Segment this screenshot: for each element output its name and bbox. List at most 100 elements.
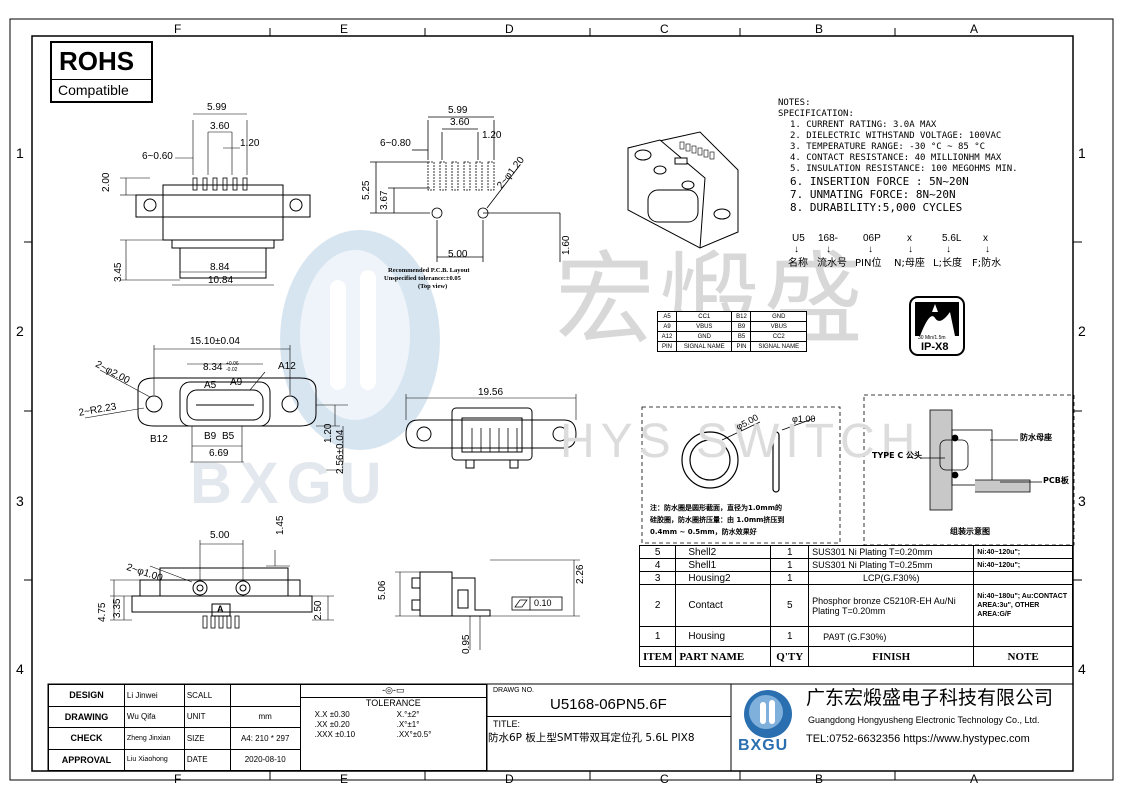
dim-v1-200: 2.00 (101, 172, 112, 192)
label-b9: B9 (204, 431, 217, 442)
dim-v1-120: 1.20 (240, 138, 260, 149)
drawing-number: U5168-06PN5.6F (550, 696, 667, 713)
rohs-subtitle: Compatible (58, 82, 129, 98)
watermark-en: HYS SWITCH (560, 415, 922, 468)
label-check: CHECK (48, 727, 125, 750)
dim-front-1510: 15.10±0.04 (190, 336, 240, 347)
table-cell: 1 (638, 626, 677, 647)
ipx8-label: IP-X8 (921, 341, 949, 353)
dim-front-834: 8.34 (203, 362, 223, 373)
table-header: NOTE (973, 646, 1073, 667)
value-unit: mm (229, 705, 301, 728)
dim-pcb-525: 5.25 (361, 180, 372, 200)
zone-right-4: 4 (1078, 661, 1086, 677)
watermark-logo (280, 230, 440, 450)
table-cell: CC2 (750, 331, 807, 342)
zone-left-2: 2 (16, 323, 24, 339)
dim-side-250: 2.50 (313, 600, 324, 620)
value-check: Zheng Jinxian (123, 727, 185, 750)
note-item: 6. INSERTION FORCE : 5N~20N (790, 175, 969, 188)
table-cell: CC1 (675, 311, 733, 322)
table-row: DESIGN Li Jinwei SCALL -◎-▭ TOLERANCE X.… (48, 684, 488, 771)
label-a5: A5 (204, 380, 217, 391)
note-item: 8. DURABILITY:5,000 CYCLES (790, 201, 963, 214)
table-cell: VBUS (750, 321, 807, 332)
note-item: 7. UNMATING FORCE: 8N~20N (790, 188, 956, 201)
zone-bottom-e: E (340, 772, 349, 786)
table-header: FINISH (808, 646, 975, 667)
dim-oring-phi100: φ1.00 (792, 414, 816, 424)
table-cell: Shell1 (675, 558, 772, 572)
dim-pcb-120: 1.20 (482, 130, 502, 141)
table-cell: GND (675, 331, 733, 342)
dim-v1-1084: 10.84 (208, 275, 234, 286)
pcb-caption-3: (Top view) (418, 283, 448, 290)
value-approval: Liu Xiaohong (123, 748, 185, 771)
oring-note-2: 硅胶圈，防水圈挤压量：由 1.0mm挤压到 (650, 516, 785, 524)
pcb-caption-2: Unspecified tolerance:±0.05 (384, 275, 461, 282)
dim-pcb-6x080: 6~0.80 (380, 138, 411, 149)
table-cell: Ni:40~120u"; (973, 545, 1073, 559)
zone-bottom-d: D (505, 772, 514, 786)
table-cell: 5 (770, 584, 810, 627)
table-cell (973, 626, 1073, 647)
view-top-front (120, 113, 311, 286)
value-drawing: Wu Qifa (123, 705, 185, 728)
ipx8-sub: 30 Min/1.5m (918, 335, 946, 341)
company-name-en: Guangdong Hongyusheng Electronic Technol… (808, 715, 1040, 725)
code-part-3: 06P (863, 233, 881, 244)
label-scall: SCALL (183, 684, 231, 707)
table-cell: 1 (770, 545, 810, 559)
value-date: 2020-08-10 (229, 748, 301, 771)
arrow-down-icon: ↓ (794, 244, 799, 255)
value-design: Li Jinwei (123, 684, 185, 707)
zone-right-3: 3 (1078, 493, 1086, 509)
code-part-1: U5 (792, 233, 805, 244)
table-cell: A12 (657, 331, 677, 342)
table-row: DRAWING Wu Qifa UNIT mm (48, 705, 487, 728)
view-bottom (405, 394, 577, 469)
rohs-badge: ROHS Compatible (50, 41, 153, 103)
zone-right-1: 1 (1078, 145, 1086, 161)
table-cell: SIGNAL NAME (675, 341, 733, 352)
title-label: TITLE: (493, 719, 521, 729)
dim-pcb-500: 5.00 (448, 249, 468, 260)
dim-v1-345: 3.45 (113, 262, 124, 282)
table-cell: Housing (675, 626, 772, 647)
table-cell: B12 (731, 311, 752, 322)
dim-v1-599: 5.99 (207, 102, 227, 113)
table-cell: Housing2 (675, 571, 772, 585)
code-desc-4: N;母座 (894, 258, 925, 269)
value-scall (229, 684, 301, 707)
code-desc-2: 流水号 (817, 258, 847, 269)
code-desc-6: F;防水 (972, 258, 1002, 269)
title-block-frame (47, 683, 1074, 772)
zone-top-d: D (505, 22, 514, 36)
label-side-a: A (217, 604, 224, 614)
code-part-2: 168- (818, 233, 839, 244)
view-assembly (863, 394, 1075, 546)
arrow-down-icon: ↓ (868, 244, 873, 255)
note-item: 5. INSULATION RESISTANCE: 100 MEGOHMS MI… (790, 164, 1018, 174)
dim-bottom-1956: 19.56 (478, 387, 504, 398)
dim-front-256: 2.56±0.04 (335, 429, 346, 474)
oring-note-1: 注：防水圈是圆形截面，直径为1.0mm的 (650, 504, 782, 512)
zone-left-4: 4 (16, 661, 24, 677)
notes-block: NOTES: SPECIFICATION: 1. CURRENT RATING:… (778, 98, 1068, 214)
table-row: CHECK Zheng Jinxian SIZE A4: 210 * 297 (48, 727, 487, 750)
label-b5: B5 (222, 431, 235, 442)
value-size: A4: 210 * 297 (229, 727, 301, 750)
table-cell: SUS301 Ni Plating T=0.25mm (808, 558, 975, 572)
dim-pcb-367: 3.67 (379, 190, 390, 210)
view-isometric (627, 131, 739, 249)
assembly-label-socket: 防水母座 (1020, 433, 1052, 442)
table-cell: PIN (657, 341, 677, 352)
